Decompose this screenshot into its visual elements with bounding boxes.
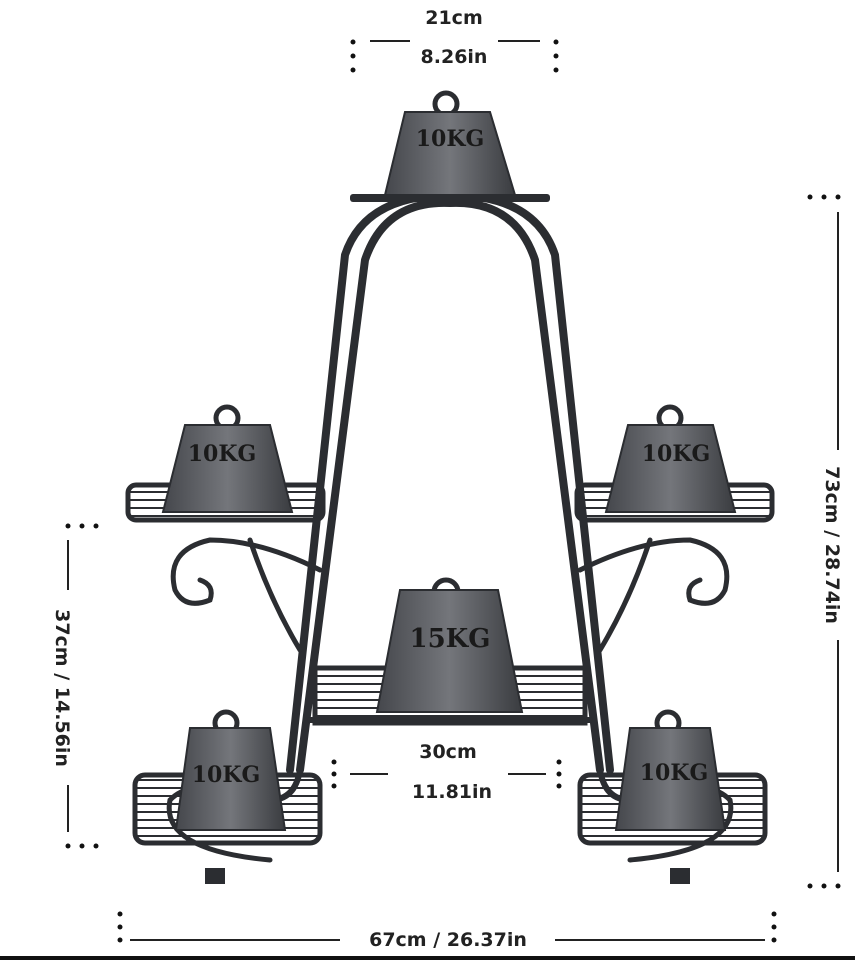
weight-label-center: 15KG bbox=[410, 624, 491, 654]
weight-top: 10KG bbox=[383, 90, 517, 196]
total-height-label: 73cm / 28.74in bbox=[821, 466, 843, 624]
weight-center: 15KG bbox=[375, 577, 524, 713]
bottom-border bbox=[0, 956, 855, 960]
weight-label-left-middle: 10KG bbox=[188, 441, 257, 467]
weight-label-right-middle: 10KG bbox=[642, 441, 711, 467]
weight-label-left-bottom: 10KG bbox=[192, 762, 261, 788]
weight-right-middle: 10KG bbox=[604, 404, 737, 513]
total-height-dimension: 73cm / 28.74in bbox=[807, 194, 843, 889]
weight-label-right-bottom: 10KG bbox=[640, 760, 709, 786]
lower-height-dimension: 37cm / 14.56in bbox=[51, 523, 99, 849]
total-width-label: 67cm / 26.37in bbox=[369, 929, 527, 951]
top-width-dimension: 21cm 8.26in bbox=[350, 7, 559, 73]
inner-width-dimension: 30cm 11.81in bbox=[331, 741, 562, 803]
top-width-cm: 21cm bbox=[425, 7, 483, 29]
weight-left-bottom: 10KG bbox=[174, 709, 287, 831]
weight-right-bottom: 10KG bbox=[614, 709, 727, 831]
weight-label-top: 10KG bbox=[416, 126, 485, 152]
top-width-in: 8.26in bbox=[421, 46, 488, 68]
total-width-dimension: 67cm / 26.37in bbox=[117, 911, 777, 951]
weight-left-middle: 10KG bbox=[161, 404, 294, 513]
inner-width-cm: 30cm bbox=[419, 741, 477, 763]
lower-height-label: 37cm / 14.56in bbox=[51, 609, 73, 767]
inner-width-in: 11.81in bbox=[412, 781, 492, 803]
